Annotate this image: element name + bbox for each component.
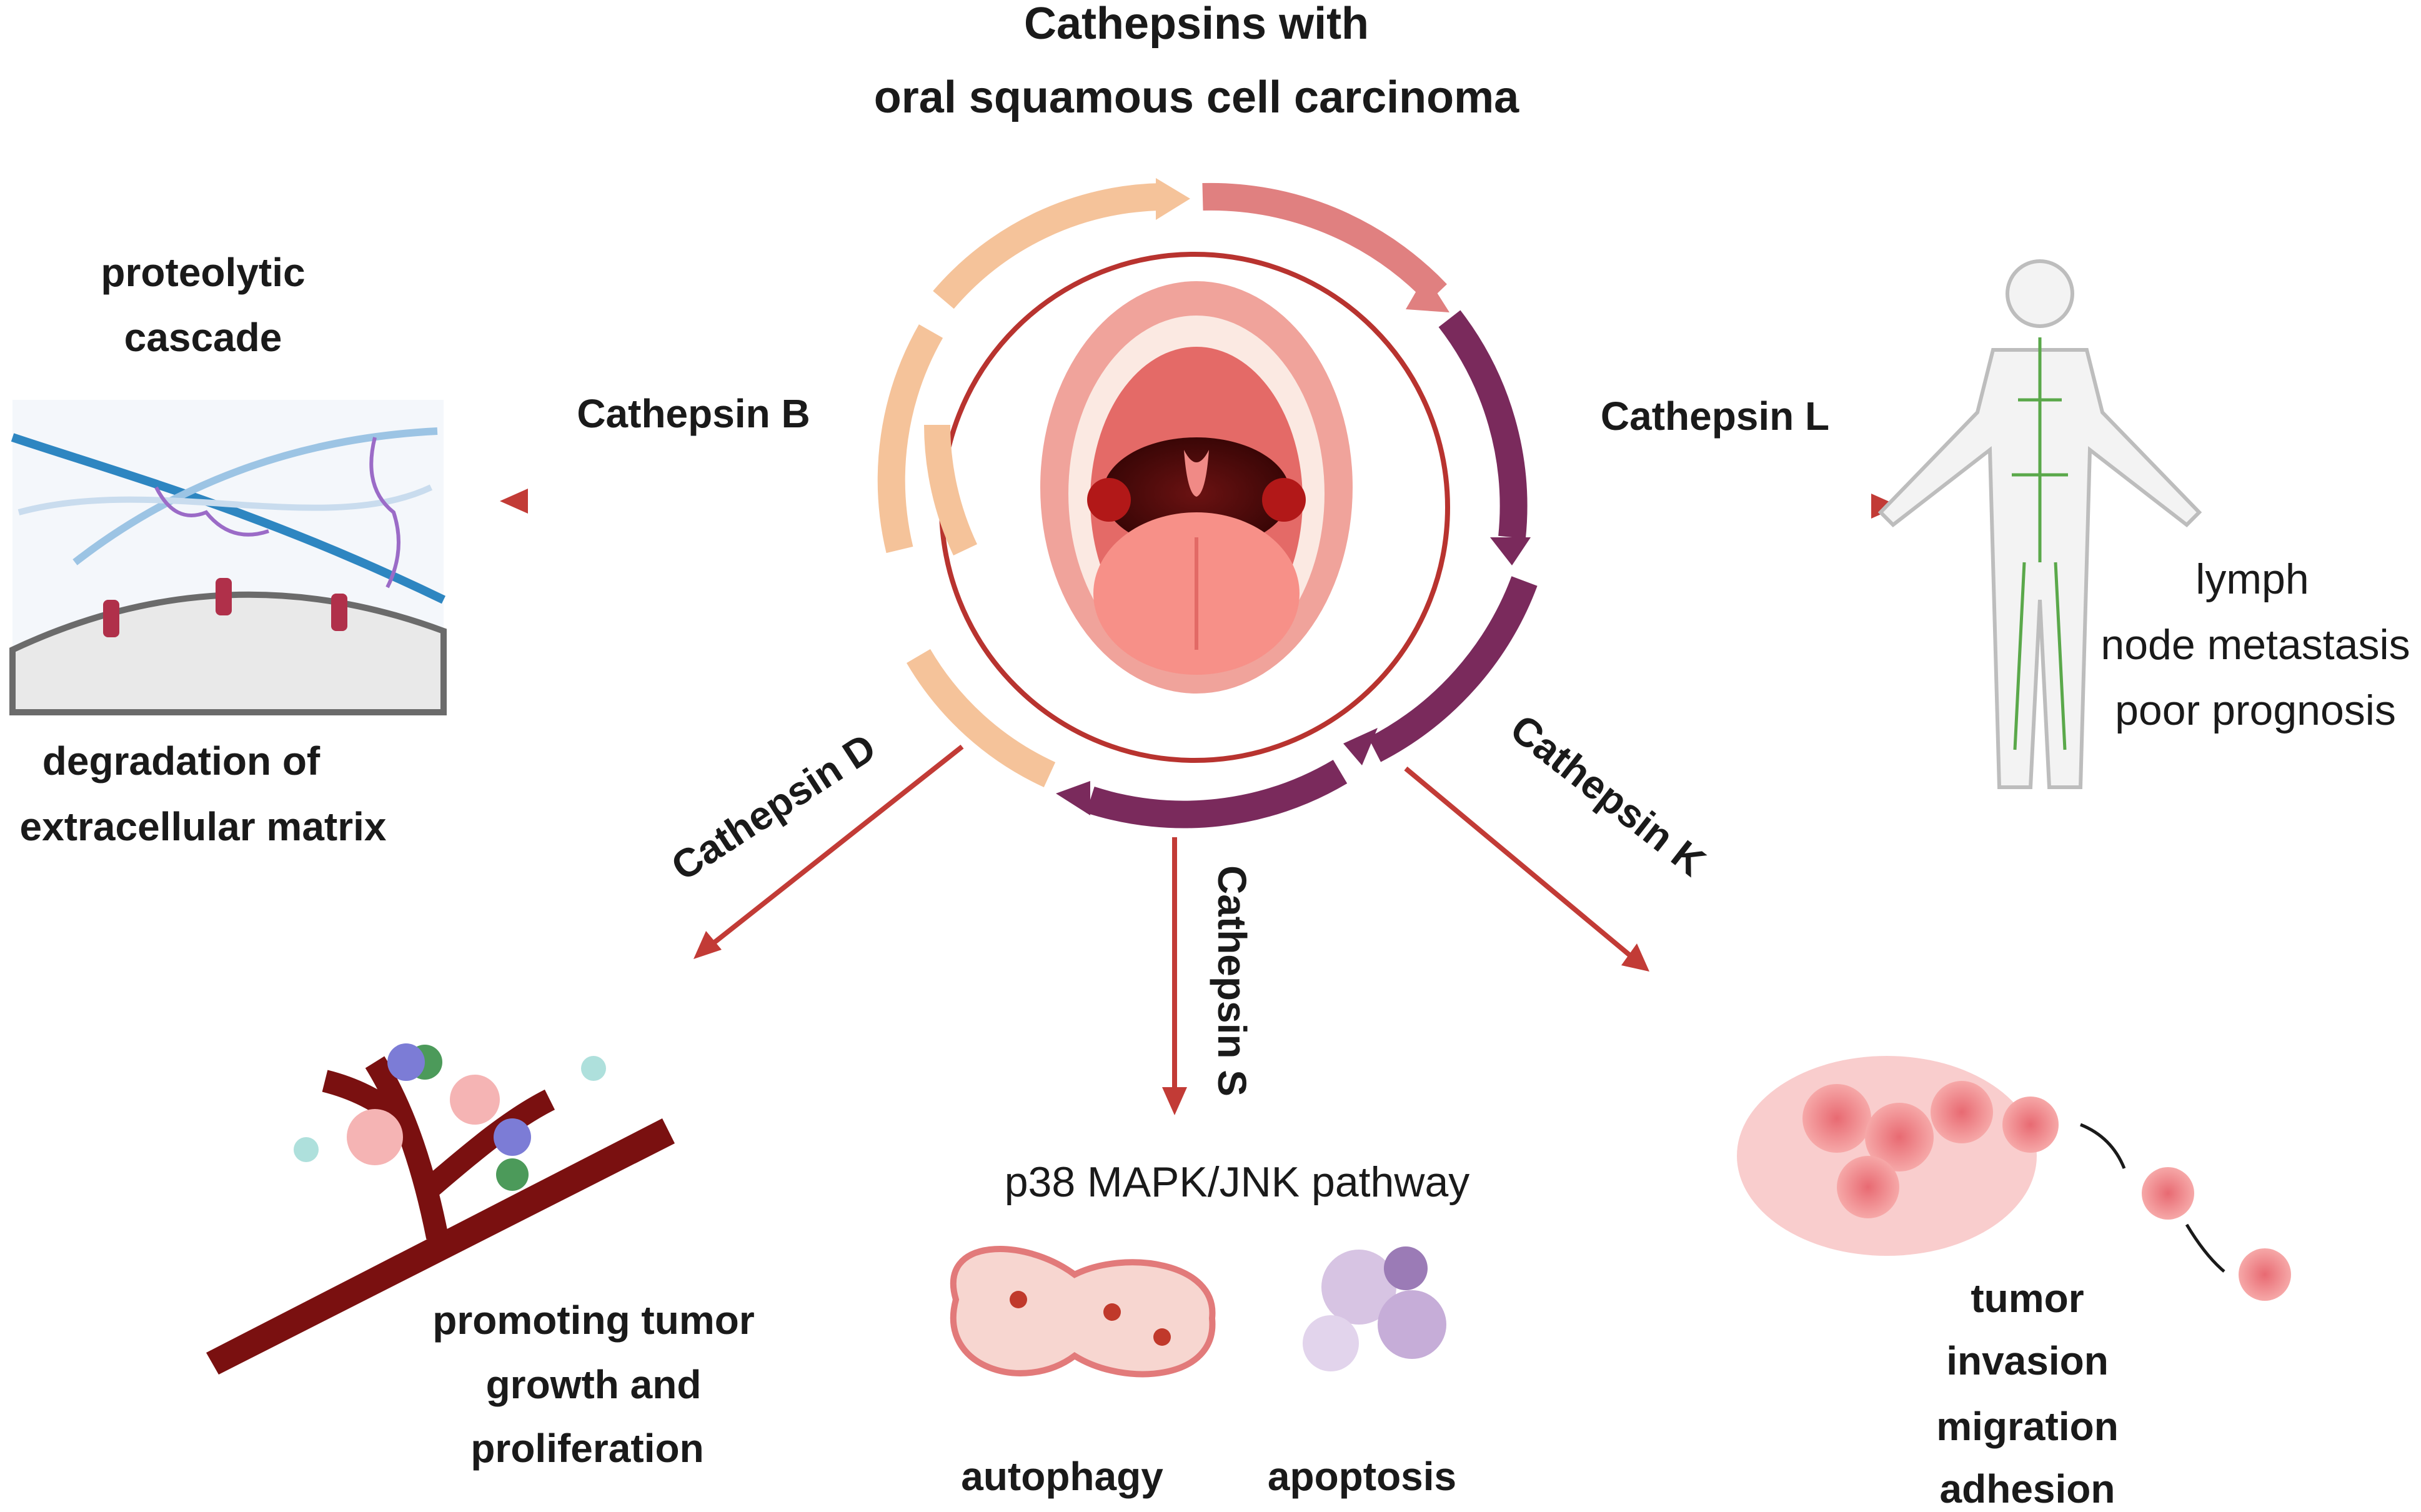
open-mouth-illustration xyxy=(1040,281,1353,694)
label-cathepsin-s: Cathepsin S xyxy=(1210,865,1255,1097)
caption-lymph: lymph xyxy=(2195,555,2309,603)
tumor-cell-c xyxy=(1931,1081,1993,1143)
cycle-ring xyxy=(877,178,1538,828)
caption-invasion: invasion xyxy=(1946,1338,2109,1383)
caption-tumor: tumor xyxy=(1971,1276,2084,1321)
tumor-cell-1 xyxy=(347,1109,403,1165)
caption-proteolytic: proteolytic xyxy=(101,250,305,295)
lysosome-dot-2 xyxy=(1103,1303,1121,1321)
uvula xyxy=(1184,450,1209,497)
proteoglycan-1 xyxy=(154,486,269,537)
proteoglycan-2 xyxy=(369,437,400,589)
ring-arrowhead-pink xyxy=(1406,275,1449,312)
migration-arrow-1 xyxy=(2080,1123,2126,1169)
arrowhead-cathepsin-d xyxy=(693,931,722,959)
caption-degradation-of: degradation of xyxy=(42,739,321,783)
caption-pathway: p38 MAPK/JNK pathway xyxy=(1005,1158,1470,1206)
tonsil-right xyxy=(1262,478,1306,522)
integrin-3 xyxy=(331,594,347,631)
caption-node-metastasis: node metastasis xyxy=(2100,621,2410,669)
ring-arrowhead-purple-3 xyxy=(1056,781,1090,815)
apoptotic-body-3 xyxy=(1303,1315,1359,1371)
body-head xyxy=(2006,259,2074,328)
blood-vessel-illustration xyxy=(206,1043,675,1375)
caption-proliferation: proliferation xyxy=(470,1426,703,1471)
lysosome-dot-3 xyxy=(1153,1328,1171,1346)
caption-cascade: cascade xyxy=(124,315,282,360)
integrin-1 xyxy=(103,600,119,637)
immune-cell-teal-1 xyxy=(294,1137,319,1162)
tumor-invasion-illustration xyxy=(1737,1056,2291,1301)
ring-segment-peach-4 xyxy=(907,649,1056,787)
ring-arrowhead-purple-1 xyxy=(1490,537,1531,565)
migration-arrow-2 xyxy=(2185,1223,2225,1273)
ring-segment-purple-3 xyxy=(1086,760,1348,828)
tumor-cell-2 xyxy=(450,1075,500,1125)
caption-extracellular-matrix: extracellular matrix xyxy=(20,804,387,849)
tumor-cell-d xyxy=(1837,1156,1899,1218)
immune-cell-purple-2 xyxy=(494,1118,531,1156)
title-line2: oral squamous cell carcinoma xyxy=(874,72,1519,122)
caption-apoptosis: apoptosis xyxy=(1268,1454,1456,1499)
caption-adhesion: adhesion xyxy=(1940,1466,2115,1509)
autophagosome xyxy=(950,1246,1216,1378)
human-lymph-illustration xyxy=(1877,259,2202,789)
arrow-cathepsin-d xyxy=(707,744,964,949)
immune-cell-purple-1 xyxy=(387,1043,425,1081)
ring-arrowhead-top xyxy=(1156,178,1190,220)
apoptotic-body-1 xyxy=(1321,1250,1396,1325)
label-cathepsin-l: Cathepsin L xyxy=(1601,394,1829,439)
caption-poor-prognosis: poor prognosis xyxy=(2115,687,2396,734)
label-cathepsin-b: Cathepsin B xyxy=(577,391,810,436)
caption-growth-and: growth and xyxy=(486,1362,702,1407)
body-silhouette xyxy=(1877,348,2202,789)
label-cathepsin-k: Cathepsin K xyxy=(1502,705,1714,885)
lysosome-dot-1 xyxy=(1010,1291,1027,1308)
tumor-cell-b xyxy=(1865,1103,1934,1171)
collagen-fiber-2 xyxy=(72,427,438,565)
caption-promoting-tumor: promoting tumor xyxy=(432,1298,754,1343)
arrowhead-cathepsin-s xyxy=(1162,1087,1187,1115)
ring-arrowhead-purple-2 xyxy=(1343,728,1378,765)
ring-segment-purple-2 xyxy=(1368,576,1538,762)
blood-vessel xyxy=(206,1118,675,1375)
migrating-cell-2 xyxy=(2239,1248,2291,1301)
arrowhead-cathepsin-k xyxy=(1621,943,1649,972)
lymph-vessels xyxy=(2012,337,2068,750)
ring-segment-pink xyxy=(1202,182,1447,304)
tonsil-left xyxy=(1087,478,1131,522)
apoptosis-illustration xyxy=(1303,1246,1446,1371)
migrating-cell-1 xyxy=(2142,1167,2194,1220)
ring-segment-peach-1 xyxy=(924,424,978,555)
caption-migration: migration xyxy=(1936,1404,2119,1449)
ring-segment-peach-2 xyxy=(877,324,943,554)
title-line1: Cathepsins with xyxy=(1024,0,1369,49)
tumor-cell-a xyxy=(1802,1084,1871,1153)
apoptotic-body-4 xyxy=(1384,1246,1428,1290)
autophagy-illustration xyxy=(950,1246,1216,1378)
vessel-branches xyxy=(322,1056,555,1240)
integrin-2 xyxy=(216,578,232,615)
ecm-illustration xyxy=(9,400,447,715)
apoptotic-body-2 xyxy=(1378,1290,1446,1359)
tumor-cell-e xyxy=(2002,1097,2059,1153)
arrowhead-cathepsin-b xyxy=(500,489,528,514)
ring-segment-peach-3 xyxy=(933,183,1163,309)
immune-cell-green-2 xyxy=(496,1158,529,1191)
ring-segment-purple-1 xyxy=(1438,310,1528,539)
arrow-cathepsin-k xyxy=(1404,766,1633,958)
caption-autophagy: autophagy xyxy=(961,1454,1163,1499)
immune-cell-teal-2 xyxy=(581,1056,606,1081)
label-cathepsin-d: Cathepsin D xyxy=(664,725,883,890)
